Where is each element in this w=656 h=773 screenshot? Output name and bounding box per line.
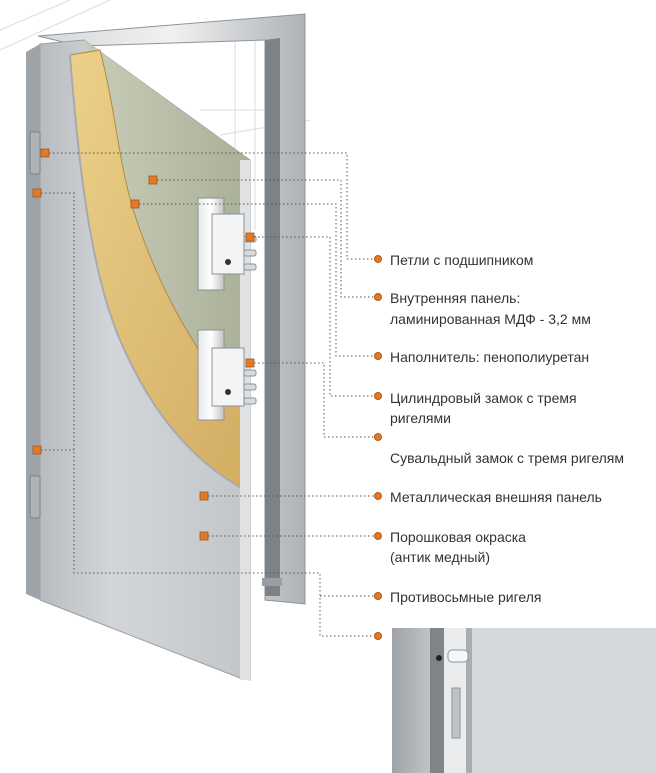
marker-dot-detail bbox=[374, 632, 382, 640]
label-inner-panel-line1: Внутренняя панель: bbox=[390, 290, 521, 306]
detail-illustration bbox=[430, 628, 656, 773]
cylinder-lock bbox=[197, 197, 257, 291]
lever-lock bbox=[197, 329, 257, 421]
marker-dot-powder bbox=[374, 532, 382, 540]
door-leaf bbox=[26, 39, 251, 681]
label-lever-lock: Сувальдный замок с тремя ригелям bbox=[390, 450, 625, 466]
marker-dot-anti-removal bbox=[374, 592, 382, 600]
label-cylinder-line1: Цилиндровый замок с тремя bbox=[390, 390, 577, 406]
door-markers bbox=[32, 148, 255, 541]
label-powder-line1: Порошковая окраска bbox=[390, 529, 526, 545]
label-powder-line2: (антик медный) bbox=[390, 549, 490, 565]
label-hinges: Петли с подшипником bbox=[390, 252, 534, 268]
marker-dot-cylinder bbox=[374, 392, 382, 400]
marker-dot-metal-panel bbox=[374, 492, 382, 500]
door-frame bbox=[37, 13, 306, 605]
label-cylinder-line2: ригелями bbox=[390, 410, 451, 426]
label-filler: Наполнитель: пенополиуретан bbox=[390, 349, 590, 365]
label-metal-panel: Металлическая внешняя панель bbox=[390, 489, 602, 505]
anti-removal-detail-image bbox=[392, 628, 656, 773]
marker-dot-lever bbox=[374, 433, 382, 441]
leader-lines bbox=[37, 152, 378, 637]
label-anti-removal: Противосьмные ригеля bbox=[390, 589, 542, 605]
marker-dot-hinges bbox=[374, 255, 382, 263]
label-inner-panel-line2: ламинированная МДФ - 3,2 мм bbox=[390, 311, 591, 327]
marker-dot-filler bbox=[374, 352, 382, 360]
marker-dot-inner-panel bbox=[374, 293, 382, 301]
